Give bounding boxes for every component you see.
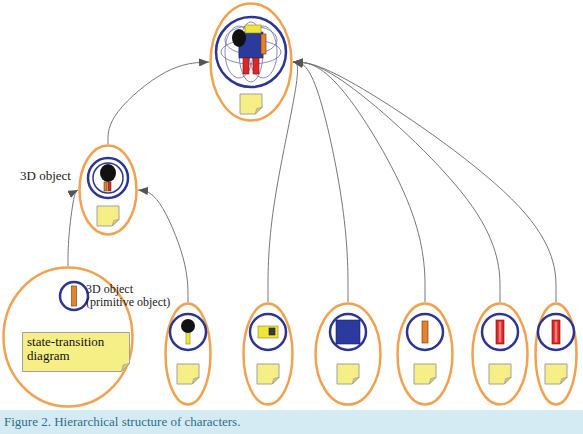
sticky-note-shape	[545, 364, 567, 384]
red-leg	[253, 58, 259, 74]
blue-circle	[216, 17, 286, 87]
node-outline	[209, 2, 293, 122]
sticky-note: state-transition diagram	[22, 332, 130, 372]
connector-arrow	[293, 62, 425, 302]
sticky-note-shape	[337, 364, 359, 384]
note-fold	[560, 377, 567, 384]
orange-ellipse	[80, 146, 137, 235]
blue-circle	[60, 282, 88, 310]
orange-bar	[72, 286, 77, 306]
node-outline	[396, 302, 454, 406]
object-ellipse	[209, 2, 293, 122]
orange-ellipse	[166, 304, 211, 405]
orange-ellipse	[211, 4, 292, 121]
connector-arrow	[68, 190, 78, 266]
object-ellipse: state-transition diagram3D object (primi…	[2, 266, 134, 408]
object-ellipse	[242, 302, 294, 406]
blue-square	[336, 320, 360, 344]
yellow-block	[258, 326, 278, 338]
blue-circle	[538, 314, 574, 350]
orange-part	[261, 34, 266, 54]
connector-arrow	[293, 62, 500, 302]
blue-circle	[407, 314, 443, 350]
object-ellipse	[314, 302, 382, 406]
sticky-note-shape	[257, 364, 279, 384]
blue-circle	[482, 314, 518, 350]
caption-band: Figure 2. Hierarchical structure of char…	[0, 410, 583, 434]
sticky-note-shape	[240, 94, 262, 114]
note-fold	[429, 377, 436, 384]
red-part	[108, 182, 111, 191]
blue-circle	[88, 158, 128, 198]
connector-arrow	[293, 62, 556, 302]
connector-arrow	[293, 62, 348, 302]
yellow-part	[245, 25, 261, 33]
object-ellipse	[534, 302, 578, 406]
object-ellipse	[396, 302, 454, 406]
connector-arrow	[108, 62, 209, 144]
blue-circle	[170, 314, 206, 350]
note-fold	[112, 219, 119, 226]
connector-arrow	[138, 190, 188, 302]
orange-ellipse	[473, 304, 528, 405]
orange-ellipse	[398, 304, 453, 405]
red-bar	[496, 320, 504, 344]
node-outline	[242, 302, 294, 406]
object-ellipse	[471, 302, 529, 406]
sticky-note-shape	[97, 206, 119, 226]
object-ellipse	[164, 302, 212, 406]
note-fold	[255, 107, 262, 114]
dark-part	[269, 328, 275, 335]
orange-ellipse	[536, 304, 577, 405]
orange-bar	[422, 321, 428, 343]
red-bar	[552, 320, 560, 344]
object-ellipse: 3D object	[78, 144, 138, 236]
note-fold	[272, 377, 279, 384]
black-ball	[181, 319, 195, 333]
object-label: 3D object (primitive object)	[86, 283, 182, 309]
orange-ellipse	[316, 304, 381, 405]
node-outline	[78, 144, 138, 236]
figure-caption: Figure 2. Hierarchical structure of char…	[0, 410, 583, 434]
node-outline	[534, 302, 578, 406]
note-text: state-transition diagram	[22, 332, 130, 366]
node-outline	[164, 302, 212, 406]
note-fold	[192, 377, 199, 384]
sticky-note-shape	[489, 364, 511, 384]
blue-circle	[330, 314, 366, 350]
head-part	[100, 164, 116, 182]
node-outline	[471, 302, 529, 406]
red-leg	[243, 58, 249, 74]
orange-part	[104, 182, 107, 191]
note-fold	[352, 377, 359, 384]
note-fold	[122, 364, 130, 372]
red-highlight	[555, 322, 557, 342]
red-highlight	[499, 322, 501, 342]
sticky-note-shape	[177, 364, 199, 384]
note-fold	[504, 377, 511, 384]
blue-circle	[250, 314, 286, 350]
sticky-note-shape	[23, 333, 130, 372]
object-label: 3D object	[20, 168, 71, 183]
head-part	[232, 29, 246, 47]
node-outline	[314, 302, 382, 406]
orange-ellipse	[244, 304, 293, 405]
inner-circle	[93, 163, 123, 193]
sticky-note-shape	[414, 364, 436, 384]
